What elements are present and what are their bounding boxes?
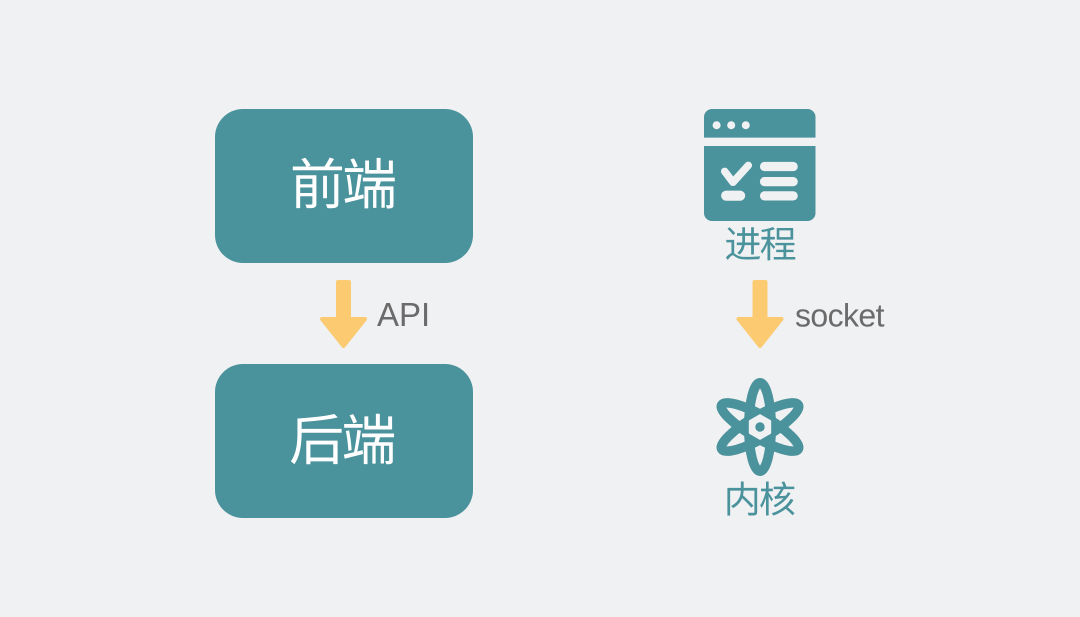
svg-text:socket: socket bbox=[795, 298, 885, 334]
svg-text:API: API bbox=[377, 296, 430, 333]
